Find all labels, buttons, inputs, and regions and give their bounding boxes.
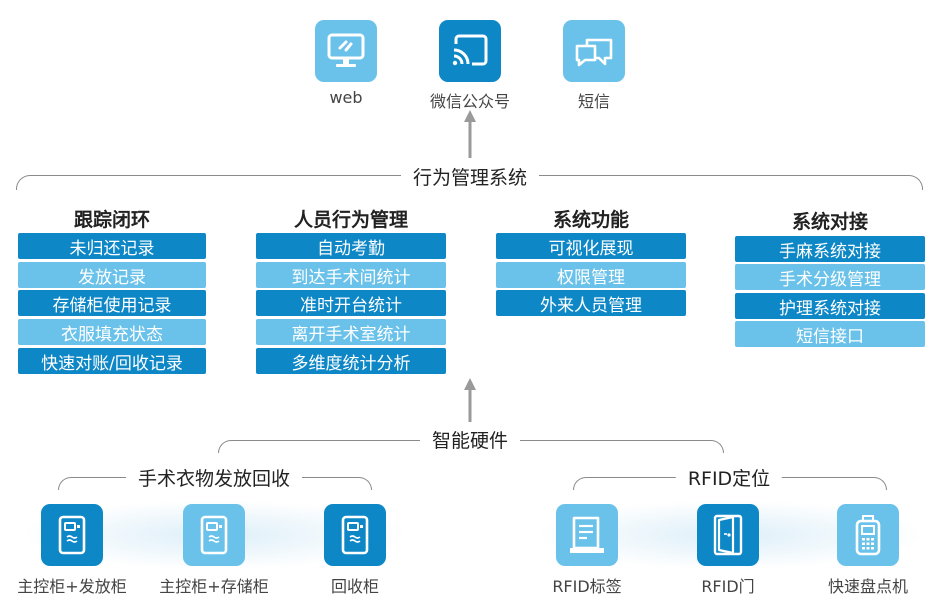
device-tile bbox=[324, 504, 386, 566]
arrow-up-icon bbox=[464, 110, 476, 158]
list-item: 发放记录 bbox=[18, 262, 206, 288]
cast-icon bbox=[452, 34, 488, 66]
list-item: 权限管理 bbox=[496, 262, 686, 288]
column-title-integration: 系统对接 bbox=[791, 211, 868, 233]
device-tile bbox=[837, 504, 899, 566]
device-label: 主控柜+发放柜 bbox=[17, 577, 127, 596]
device-tile bbox=[697, 504, 759, 566]
cabinet-icon bbox=[58, 515, 86, 555]
group-title-rfid: RFID定位 bbox=[675, 464, 783, 491]
device-tile bbox=[183, 504, 245, 566]
arrow-up-icon bbox=[464, 378, 476, 422]
tag-document-icon bbox=[570, 516, 604, 553]
list-item: 多维度统计分析 bbox=[256, 348, 446, 374]
list-item: 未归还记录 bbox=[18, 233, 206, 259]
cabinet-icon bbox=[341, 515, 369, 555]
chat-icon bbox=[575, 38, 613, 67]
web-tile bbox=[315, 20, 377, 82]
group-title-garment: 手术衣物发放回收 bbox=[125, 464, 303, 491]
handheld-scanner-icon bbox=[855, 515, 881, 556]
list-item: 快速对账/回收记录 bbox=[18, 348, 206, 374]
list-item: 到达手术间统计 bbox=[256, 262, 446, 288]
list-item: 自动考勤 bbox=[256, 233, 446, 259]
sms-tile bbox=[563, 20, 625, 82]
wechat-tile bbox=[439, 20, 501, 82]
device-label: 主控柜+存储柜 bbox=[159, 577, 269, 596]
list-item: 短信接口 bbox=[735, 321, 925, 347]
device-label: 快速盘点机 bbox=[827, 577, 908, 596]
device-tile bbox=[556, 504, 618, 566]
list-item: 衣服填充状态 bbox=[18, 319, 206, 345]
channel-label-sms: 短信 bbox=[577, 92, 610, 111]
device-tile bbox=[41, 504, 103, 566]
device-label: RFID门 bbox=[701, 577, 755, 596]
column-title-tracking: 跟踪闭环 bbox=[73, 209, 150, 231]
cabinet-icon bbox=[200, 515, 228, 555]
device-label: RFID标签 bbox=[552, 577, 622, 596]
list-item: 准时开台统计 bbox=[256, 290, 446, 316]
channel-label-wechat: 微信公众号 bbox=[429, 92, 510, 111]
list-item: 外来人员管理 bbox=[496, 290, 686, 316]
channel-label-web: web bbox=[329, 88, 363, 107]
device-label: 回收柜 bbox=[330, 577, 379, 596]
column-title-functions: 系统功能 bbox=[552, 209, 629, 231]
column-title-personnel: 人员行为管理 bbox=[293, 209, 408, 231]
list-item: 手麻系统对接 bbox=[735, 236, 925, 262]
list-item: 可视化展现 bbox=[496, 233, 686, 259]
hardware-title: 智能硬件 bbox=[419, 426, 521, 453]
main-system-title: 行为管理系统 bbox=[400, 163, 540, 190]
list-item: 存储柜使用记录 bbox=[18, 290, 206, 316]
list-item: 离开手术室统计 bbox=[256, 319, 446, 345]
door-icon bbox=[713, 514, 743, 556]
monitor-icon bbox=[327, 33, 365, 67]
list-item: 护理系统对接 bbox=[735, 293, 925, 319]
list-item: 手术分级管理 bbox=[735, 264, 925, 290]
